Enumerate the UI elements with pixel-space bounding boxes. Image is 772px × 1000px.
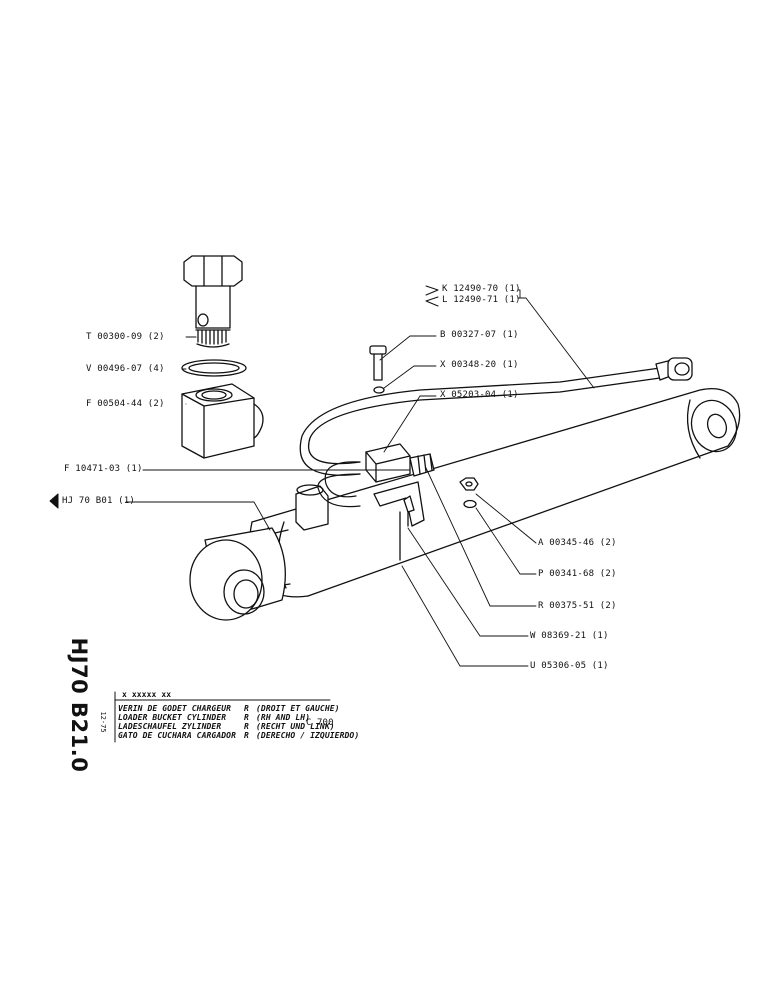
drawing-code: HJ70 B21.0 [64, 638, 94, 773]
label-t-00300: T 00300-09 (2) [86, 332, 165, 342]
label-l-12490: L 12490-71 (1) [442, 295, 521, 305]
banjo-bolt-drawing [183, 255, 243, 348]
title-side-code-fr: R [244, 704, 249, 713]
title-side-text-en: (RH AND LH) [256, 713, 311, 722]
title-line-fr: VERIN DE GODET CHARGEUR [118, 704, 232, 713]
title-line-es: GATO DE CUCHARA CARGADOR [118, 731, 236, 740]
banjo-fitting-drawing [181, 383, 264, 459]
flag-markers [49, 285, 439, 509]
arrow-marker-k [425, 285, 439, 296]
drawing-date: 12-75 [96, 704, 110, 740]
label-p-00341: P 00341-68 (2) [538, 569, 617, 579]
hydraulic-tube-drawing [299, 357, 693, 508]
label-w-08369: W 08369-21 (1) [530, 631, 609, 641]
label-f-00504: F 00504-44 (2) [86, 399, 165, 409]
title-side-text-fr: (DROIT ET GAUCHE) [256, 704, 340, 713]
label-hj70-b01: HJ 70 B01 (1) [62, 496, 136, 506]
title-block-frame [114, 691, 331, 743]
bolt-drawing [369, 345, 387, 381]
seal-washer-drawing [181, 359, 247, 377]
title-side-code-es: R [244, 731, 249, 740]
title-side-code-en: R [244, 713, 249, 722]
grease-nipple-drawing [403, 495, 415, 513]
cylinder-drawing [189, 387, 741, 621]
title-line-de: LADESCHAUFEL ZYLINDER [118, 722, 222, 731]
title-line-en: LOADER BUCKET CYLINDER [118, 713, 227, 722]
label-f-10471: F 10471-03 (1) [64, 464, 143, 474]
label-x-00348: X 00348-20 (1) [440, 360, 519, 370]
lock-washer-drawing [463, 499, 477, 509]
arrow-marker-hj70 [49, 493, 59, 509]
label-a-00345: A 00345-46 (2) [538, 538, 617, 548]
drawing-date-text: 12-75 [99, 711, 107, 733]
label-u-05306: U 05306-05 (1) [530, 661, 609, 671]
title-side-text-de: (RECHT UND LINK) [256, 722, 335, 731]
title-side-code-de: R [244, 722, 249, 731]
drawing-code-text: HJ70 B21.0 [67, 637, 91, 773]
arrow-marker-l [425, 296, 439, 307]
title-model: C 700 [306, 718, 334, 728]
title-side-text-es: (DERECHO / IZQUIERDO) [256, 731, 360, 740]
title-block-header: x xxxxx xx [122, 690, 172, 699]
label-r-00375: R 00375-51 (2) [538, 601, 617, 611]
label-v-00496: V 00496-07 (4) [86, 364, 165, 374]
washer-drawing [373, 386, 385, 394]
label-b-00327: B 00327-07 (1) [440, 330, 519, 340]
label-k-12490: K 12490-70 (1) [442, 284, 521, 294]
nut-drawing [459, 477, 479, 491]
label-x-05203: X 05203-04 (1) [440, 390, 519, 400]
leader-lines [125, 289, 595, 667]
